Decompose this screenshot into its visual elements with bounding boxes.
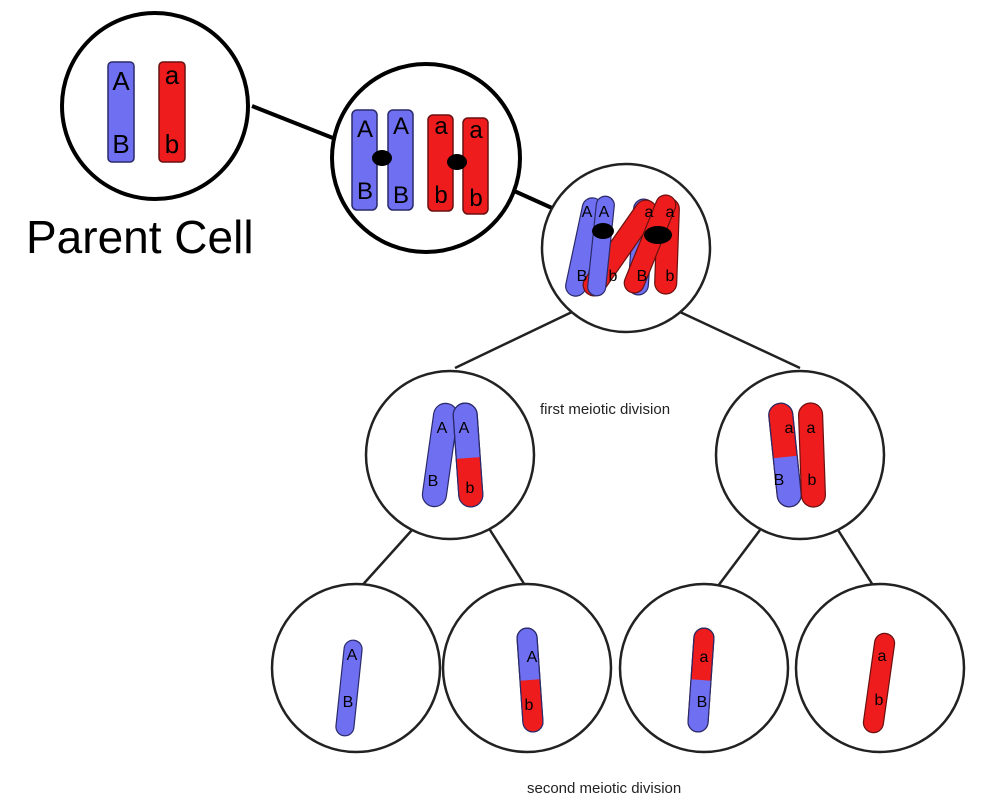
first-division-label: first meiotic division — [540, 401, 670, 418]
replicated-chromatid-red-2: a b — [462, 117, 489, 215]
allele-label: a — [645, 204, 654, 221]
parent-cell-label: Parent Cell — [26, 211, 254, 263]
second-division-label: second meiotic division — [527, 780, 681, 797]
allele-label: b — [875, 692, 884, 709]
gamete-2-chromosome-mixed — [516, 627, 544, 733]
connector-right-to-g3 — [714, 529, 761, 591]
division1-left-chromatid-mixed — [452, 402, 484, 508]
allele-label: a — [666, 204, 675, 221]
connector-left-to-g1 — [357, 529, 413, 591]
allele-label: a — [434, 113, 448, 140]
allele-label: a — [807, 420, 816, 437]
allele-label: a — [165, 60, 180, 90]
gamete-cell-4: a b — [794, 582, 966, 754]
allele-label: B — [428, 473, 439, 490]
allele-label: A — [599, 204, 610, 221]
allele-label: b — [609, 268, 618, 285]
allele-label: b — [666, 268, 675, 285]
connector-synapsis-to-left — [454, 310, 573, 370]
replicated-cell: A B A B a b a b — [330, 62, 522, 254]
parent-cell: A B a b — [60, 11, 250, 201]
gamete-cell-1: A B — [270, 582, 442, 754]
division1-left-chromatid-blue — [421, 402, 459, 508]
connector-left-to-g2 — [488, 529, 530, 591]
division1-left-cell: A A B b — [364, 369, 536, 541]
parent-chromosome-blue: A B — [107, 61, 135, 163]
allele-label: A — [459, 420, 470, 437]
allele-label: A — [357, 116, 373, 143]
division1-right-chromatid-red — [798, 402, 826, 508]
allele-label: b — [165, 129, 179, 159]
allele-label: b — [434, 182, 447, 209]
connector-right-to-g4 — [836, 529, 878, 591]
allele-label: A — [347, 647, 358, 664]
division1-right-cell: a a B b — [714, 369, 886, 541]
gamete-cell-3: a B — [618, 582, 790, 754]
allele-label: B — [774, 472, 785, 489]
allele-label: B — [637, 268, 648, 285]
connector-lines — [251, 104, 878, 591]
allele-label: A — [437, 420, 448, 437]
replicated-chromatid-blue-1: A B — [351, 109, 378, 211]
gamete-4-chromosome-red — [862, 632, 896, 734]
allele-label: b — [469, 185, 482, 212]
allele-label: a — [785, 420, 794, 437]
allele-label: b — [525, 697, 534, 714]
centromere — [372, 150, 392, 166]
centromere — [592, 223, 614, 239]
allele-label: B — [357, 178, 373, 205]
allele-label: B — [577, 268, 588, 285]
allele-label: b — [808, 472, 817, 489]
allele-label: B — [112, 129, 129, 159]
allele-label: a — [469, 117, 483, 144]
connector-replicated-to-synapsis — [511, 188, 553, 210]
allele-label: B — [697, 694, 708, 711]
gamete-1-chromosome-blue — [335, 639, 363, 737]
replicated-chromatid-red-1: a b — [427, 113, 454, 212]
synapsis-chromatid-blue-crossing — [587, 195, 615, 297]
centromere — [644, 226, 672, 244]
synapsis-cell: A A a a B b B b — [540, 162, 712, 334]
allele-label: A — [112, 66, 130, 96]
centromere — [447, 154, 467, 170]
synapsis-chromatid-red-1 — [623, 194, 677, 294]
gamete-cell-2: A b — [441, 582, 613, 754]
allele-label: A — [582, 204, 593, 221]
allele-label: b — [466, 480, 475, 497]
allele-label: a — [700, 649, 709, 666]
allele-label: A — [393, 113, 409, 140]
allele-label: a — [878, 648, 887, 665]
replicated-chromatid-blue-2: A B — [387, 109, 414, 211]
allele-label: A — [527, 649, 538, 666]
parent-chromosome-red: a b — [158, 60, 186, 163]
division1-right-chromatid-mixed — [768, 402, 802, 508]
connector-parent-to-replicated — [251, 104, 339, 142]
gamete-3-chromosome-mixed — [687, 627, 715, 733]
allele-label: B — [393, 182, 409, 209]
allele-label: B — [343, 694, 354, 711]
connector-synapsis-to-right — [679, 310, 801, 370]
